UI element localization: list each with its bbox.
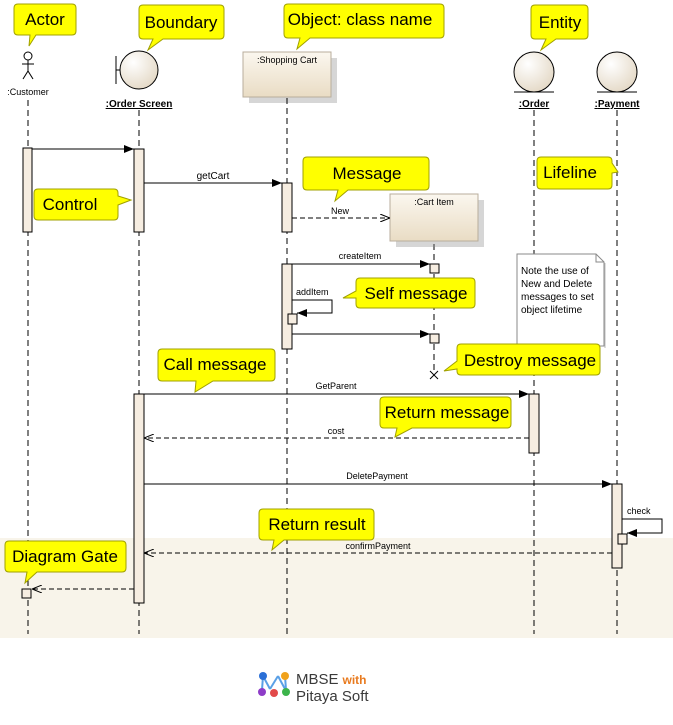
- actor-prefix: :: [7, 87, 10, 97]
- logo-line2: Pitaya Soft: [296, 688, 369, 705]
- activation-order-screen-1: [133, 148, 145, 233]
- shopping-cart-label: Shopping Cart: [259, 55, 317, 65]
- actor-label: Customer: [10, 87, 49, 97]
- activation-shopping-cart-2: [281, 263, 293, 350]
- cart-item-label: Cart Item: [417, 197, 454, 207]
- callout-diagram-gate-shape: [4, 540, 127, 585]
- payment-prefix: :: [594, 99, 597, 110]
- callout-return-result-shape: [258, 508, 375, 552]
- note-line-3: messages to set: [521, 292, 594, 303]
- activation-order-screen-2: [133, 393, 145, 604]
- shopping-cart-prefix: :: [257, 55, 260, 65]
- entity-order[interactable]: :Order: [513, 51, 555, 110]
- callout-boundary: Boundary: [145, 13, 218, 32]
- cart-item-small-2: [429, 333, 440, 344]
- new-label: New: [331, 206, 350, 216]
- callout-lifeline: Lifeline: [543, 163, 597, 182]
- callout-self-message-shape: [342, 277, 476, 309]
- boundary-prefix: :: [106, 99, 109, 110]
- note-line-4: object lifetime: [521, 305, 583, 316]
- svg-text::Order: :Order: [519, 99, 550, 110]
- svg-text::Payment: :Payment: [594, 99, 640, 110]
- callout-entity-shape: [530, 4, 589, 52]
- logo-icon: [258, 672, 290, 697]
- activation-customer: [22, 147, 33, 233]
- svg-text::Customer: :Customer: [7, 87, 49, 97]
- callout-return-message-shape: [379, 396, 512, 438]
- message-additem[interactable]: [292, 299, 333, 317]
- logo-line1: MBSE: [296, 671, 339, 688]
- callout-call-message: Call message: [164, 355, 267, 374]
- callout-call-message-shape: [157, 348, 276, 393]
- callout-diagram-gate: Diagram Gate: [12, 547, 118, 566]
- callout-self-message: Self message: [365, 284, 468, 303]
- callout-object-shape: [283, 3, 445, 51]
- getcart-label: getCart: [197, 171, 230, 182]
- actor-customer[interactable]: :Customer: [7, 51, 49, 97]
- order-label: Order: [522, 99, 549, 110]
- createitem-label: createItem: [339, 251, 382, 261]
- callout-boundary-shape: [138, 4, 225, 52]
- object-cart-item[interactable]: :Cart Item: [389, 193, 484, 247]
- boundary-order-screen[interactable]: :Order Screen: [106, 50, 173, 110]
- callout-return-message: Return message: [385, 403, 510, 422]
- callout-return-result: Return result: [268, 515, 366, 534]
- callout-control-shape: [33, 188, 133, 221]
- note-line-1: Note the use of: [521, 266, 589, 277]
- cost-label: cost: [328, 426, 345, 436]
- cart-item-prefix: :: [414, 197, 417, 207]
- callout-actor-shape: [13, 3, 77, 47]
- additem-label: addItem: [296, 287, 329, 297]
- callout-destroy-message-shape: [443, 343, 601, 376]
- check-label: check: [627, 506, 651, 516]
- callout-object: Object: class name: [288, 10, 433, 29]
- activation-payment: [611, 483, 623, 569]
- diagram-gate: [21, 588, 32, 599]
- payment-label: Payment: [598, 99, 640, 110]
- svg-text::Shopping Cart: :Shopping Cart: [257, 55, 318, 65]
- activation-self-check: [617, 533, 628, 545]
- activation-order: [528, 393, 540, 454]
- object-shopping-cart[interactable]: :Shopping Cart: [242, 51, 337, 103]
- callout-message-shape: [302, 156, 430, 203]
- note-line-2: New and Delete: [521, 279, 593, 290]
- deletepayment-label: DeletePayment: [346, 471, 408, 481]
- destroy-mark: [429, 370, 439, 380]
- callout-message: Message: [333, 164, 402, 183]
- confirmpayment-label: confirmPayment: [345, 541, 411, 551]
- logo-with: with: [342, 673, 367, 687]
- callout-control: Control: [43, 195, 98, 214]
- callout-destroy-message: Destroy message: [464, 351, 596, 370]
- callout-actor: Actor: [25, 10, 65, 29]
- order-prefix: :: [519, 99, 522, 110]
- boundary-label: Order Screen: [109, 99, 172, 110]
- getparent-label: GetParent: [315, 381, 357, 391]
- activation-self-addItem: [287, 313, 298, 325]
- note: Note the use of New and Delete messages …: [516, 253, 606, 348]
- callout-lifeline-shape: [536, 156, 619, 190]
- svg-text::Cart Item: :Cart Item: [414, 197, 454, 207]
- svg-text::Order Screen: :Order Screen: [106, 99, 173, 110]
- entity-payment[interactable]: :Payment: [594, 51, 640, 110]
- callout-entity: Entity: [539, 13, 582, 32]
- cart-item-small-1: [429, 263, 440, 274]
- message-check[interactable]: [622, 518, 663, 537]
- activation-shopping-cart-1: [281, 182, 293, 233]
